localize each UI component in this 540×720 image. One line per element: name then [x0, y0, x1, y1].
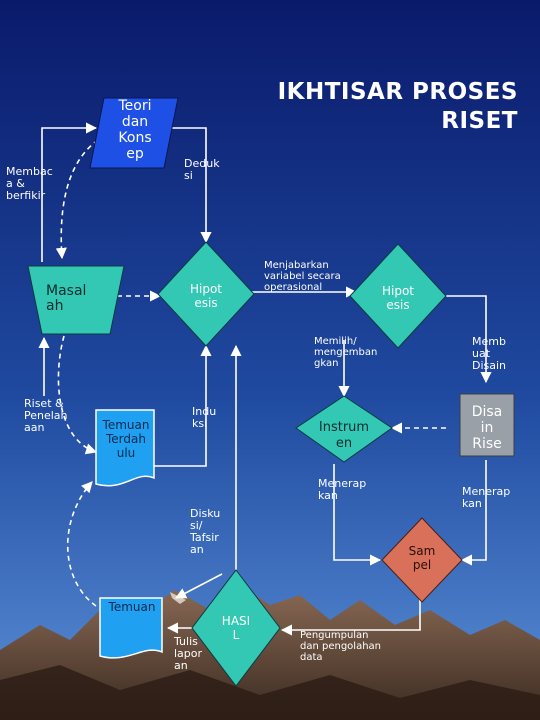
hipotesis2-label: Hipot esis [381, 284, 415, 312]
arrow-teori-masalah-dashed [55, 139, 99, 260]
hasil-label: HASI L [221, 614, 251, 642]
arrow-induksi [152, 344, 212, 467]
deduksi-label: Deduk si [184, 157, 220, 182]
temuan-terdahulu-label: Temuan Terdah ulu [102, 418, 150, 460]
masalah-label: Masal ah [46, 283, 87, 314]
arrow-menerapkan1 [333, 464, 382, 566]
hipotesis1-label: Hipot esis [189, 282, 223, 310]
temuan-terdahulu-shape [95, 409, 155, 487]
menerapkan2-label: Menerap kan [462, 485, 511, 510]
arrow-menerapkan2 [460, 460, 487, 566]
membuat-label: Memb uat Disain [472, 335, 507, 372]
induksi-label: Indu ksi [192, 405, 217, 430]
arrow-membuat [440, 295, 492, 384]
page-title: IKHTISAR PROSES RISET [277, 79, 518, 134]
arrow-pengumpulan [280, 596, 421, 636]
masalah-shape [27, 265, 125, 335]
sampel-label: Sam pel [408, 544, 436, 572]
temuan-shape [99, 597, 163, 659]
temuan-label: Temuan [108, 600, 156, 614]
hipotesis1-shape [157, 241, 255, 347]
instrumen-shape [295, 395, 393, 463]
memilih-label: Memilih/ mengemban gkan [314, 336, 378, 369]
diskusi-label: Disku si/ Tafsir an [190, 507, 221, 556]
riset-label: Riset & Penelah aan [24, 397, 68, 434]
arrow-riset-temuan-dashed [57, 335, 98, 455]
arrow-temuan-loop-dashed [66, 481, 97, 607]
teori-shape [89, 97, 179, 169]
disain-label: Disa in Rise [471, 404, 503, 452]
disain-shape [459, 393, 515, 457]
teori-label: Teori dan Kons ep [118, 98, 152, 162]
menjabarkan-label: Menjabarkan variabel secara operasional [264, 260, 341, 293]
connectors [38, 122, 492, 636]
instrumen-label: Instrum en [318, 420, 370, 451]
hipotesis2-shape [349, 243, 447, 349]
arrow-diskusi [175, 573, 223, 599]
tulis-label: Tulis lapor an [174, 635, 203, 672]
arrow-deduksi [168, 127, 212, 244]
menerapkan1-label: Menerap kan [318, 477, 367, 502]
hasil-shape [191, 569, 281, 687]
arrow-membaca [41, 122, 98, 262]
sampel-shape [381, 517, 463, 603]
membaca-label: Membac a & berfikir [6, 165, 53, 202]
pengumpulan-label: Pengumpulan dan pengolahan data [300, 630, 382, 663]
